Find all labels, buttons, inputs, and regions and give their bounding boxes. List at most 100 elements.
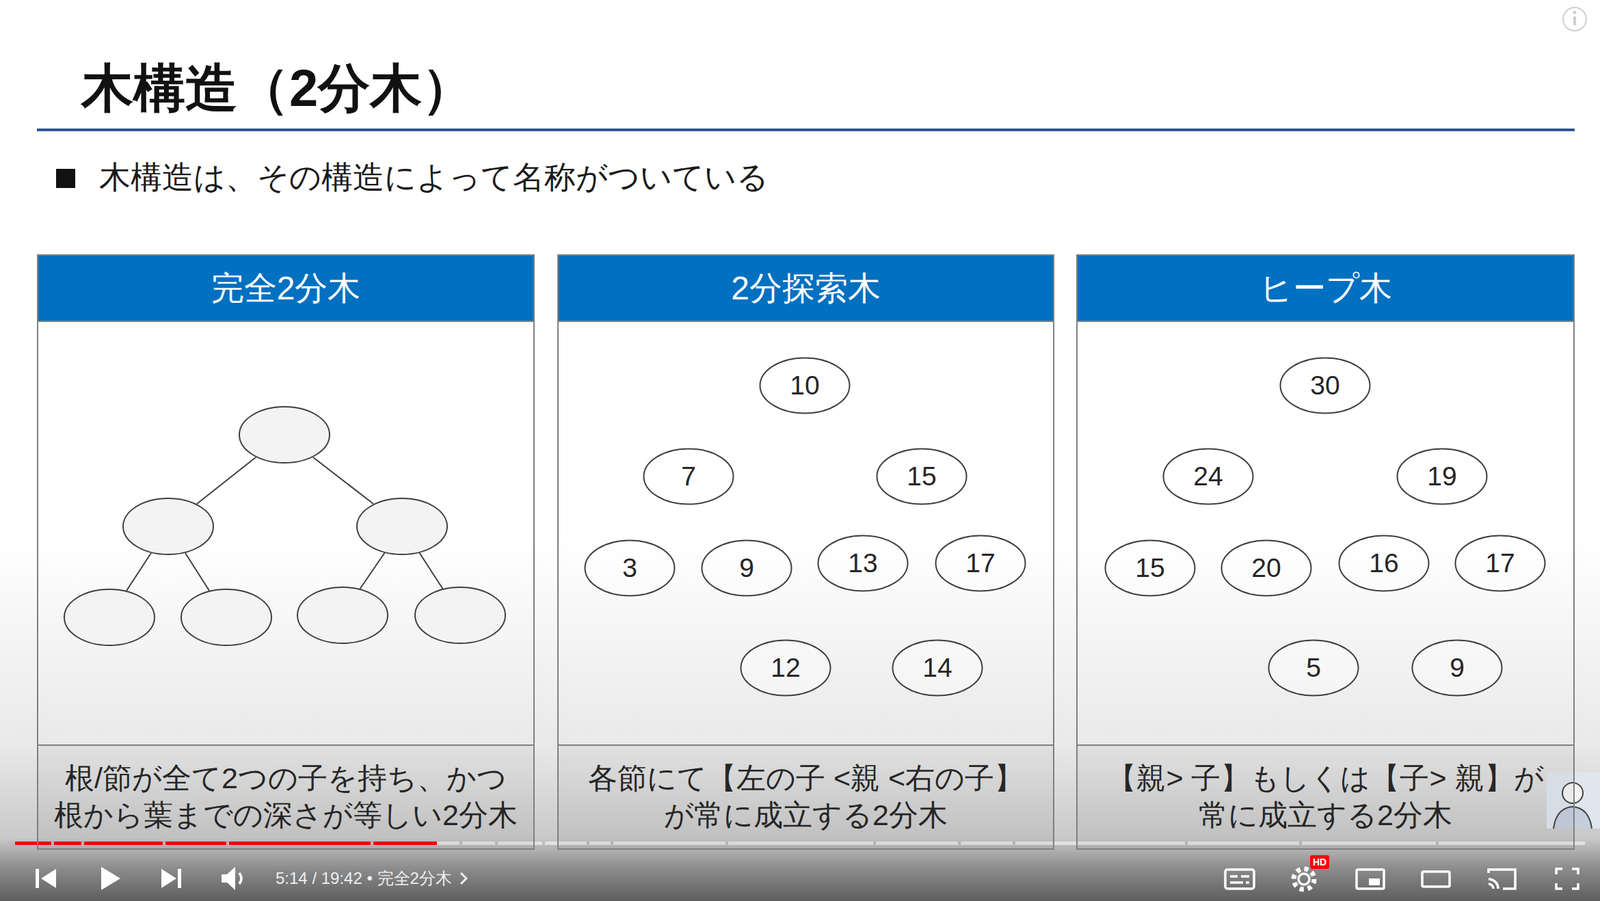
- miniplayer-icon: [1356, 869, 1384, 889]
- node-ellipse: [1280, 358, 1371, 414]
- tree-node: 15: [1104, 539, 1196, 597]
- node-value: 13: [847, 549, 878, 579]
- node-value: 15: [1135, 553, 1165, 584]
- tree-panel: 2分探索木各節にて【左の子 <親 <右の子】 が常に成立する2分木 10 7 15 3 9…: [557, 254, 1055, 850]
- node-ellipse: [585, 540, 675, 597]
- node-value: 14: [922, 653, 952, 684]
- header-band: 完全2分木: [38, 255, 534, 323]
- node-ellipse: [644, 449, 734, 505]
- chapter-chevron: [460, 873, 467, 885]
- panel-heading: ヒープ木: [1259, 266, 1393, 311]
- tree-node: 12: [739, 639, 832, 697]
- empty-node: [297, 587, 388, 644]
- bullet-box: 木構造は、その構造によって名称がついている: [99, 155, 769, 200]
- prev-icon: [41, 869, 57, 889]
- fullscreen-icon: [1556, 869, 1579, 889]
- miniplayer-icon: [1368, 878, 1380, 886]
- node-ellipse: [1397, 449, 1488, 505]
- node-ellipse: [760, 358, 850, 414]
- tree-node: 9: [1411, 639, 1503, 697]
- tree-panel: ヒープ木【親> 子】もしくは【子> 親】が 常に成立する2分木 30 24 19 15 2…: [1076, 254, 1575, 850]
- node-value: 19: [1427, 462, 1457, 492]
- hd-label: HD: [1312, 857, 1327, 868]
- settings-icon: [1293, 869, 1315, 890]
- node-ellipse: [1105, 540, 1196, 597]
- node-value: 16: [1368, 549, 1399, 579]
- tree-node: 16: [1338, 534, 1430, 593]
- slide-title: 木構造（2分木）: [81, 54, 474, 125]
- tree-node: 14: [891, 639, 984, 697]
- empty-node: [415, 587, 506, 644]
- node-value: 5: [1305, 653, 1322, 684]
- tree-line: [419, 552, 444, 590]
- prev-icon: [35, 869, 39, 889]
- tree-line: [359, 552, 385, 590]
- tree-node: 30: [1279, 356, 1371, 415]
- panel-heading: 2分探索木: [730, 266, 881, 311]
- chapter-chevron: [458, 871, 469, 887]
- volume-icon: [221, 867, 236, 891]
- volume-icon: [239, 873, 242, 885]
- tree-node: 19: [1396, 447, 1488, 506]
- panel-description: 根/節が全て2つの子を持ち、かつ 根から葉までの深さが等しい2分木: [38, 760, 534, 835]
- tree-node: 5: [1267, 639, 1360, 697]
- node-ellipse: [1455, 536, 1546, 592]
- panel-description: 【親> 子】もしくは【子> 親】が 常に成立する2分木: [1077, 760, 1574, 835]
- panel-heading: 完全2分木: [211, 266, 362, 311]
- tree-panel: 完全2分木根/節が全て2つの子を持ち、かつ 根から葉までの深さが等しい2分木: [36, 254, 535, 850]
- tree-node: 17: [1454, 534, 1546, 593]
- node-ellipse: [892, 640, 983, 697]
- empty-node: [356, 498, 448, 555]
- panel-description: 各節にて【左の子 <親 <右の子】 が常に成立する2分木: [558, 760, 1053, 835]
- tree-node: 13: [817, 534, 909, 593]
- node-value: 9: [739, 553, 755, 584]
- settings-icon: [1298, 873, 1310, 885]
- tree-node: 24: [1162, 447, 1255, 506]
- info-icon: [1573, 16, 1577, 26]
- node-value: 9: [1449, 653, 1465, 684]
- node-ellipse: [702, 540, 792, 597]
- caption-band: 【親> 子】もしくは【子> 親】が 常に成立する2分木: [1077, 744, 1574, 849]
- cast-icon: [1488, 879, 1499, 889]
- theater-icon: [1422, 871, 1450, 887]
- tree-node: 17: [934, 534, 1027, 593]
- node-ellipse: [877, 449, 967, 505]
- next-icon: [177, 869, 182, 889]
- tree-line: [126, 553, 152, 591]
- tree-node: 10: [758, 356, 851, 415]
- hd-badge: HD: [1310, 855, 1330, 870]
- node-ellipse: [1339, 536, 1430, 592]
- node-ellipse: [936, 536, 1026, 592]
- header-band: ヒープ木: [1077, 255, 1574, 323]
- tree-line: [313, 457, 374, 504]
- tree-node: 3: [583, 539, 676, 597]
- empty-node: [64, 589, 155, 646]
- time-label: 5:14 / 19:42 • 完全2分木: [275, 867, 452, 890]
- node-value: 3: [622, 553, 638, 584]
- node-value: 12: [770, 653, 800, 684]
- title-rule: [36, 128, 1575, 132]
- tree-line: [185, 553, 210, 591]
- node-ellipse: [1221, 540, 1312, 597]
- caption-band: 根/節が全て2つの子を持ち、かつ 根から葉までの深さが等しい2分木: [38, 744, 534, 849]
- node-ellipse: [1269, 640, 1359, 697]
- tree-node: 9: [700, 539, 793, 597]
- bullet-text: 木構造は、その構造によって名称がついている: [99, 156, 769, 199]
- node-value: 17: [1485, 549, 1515, 579]
- subtitles-icon: [1245, 881, 1250, 885]
- node-ellipse: [818, 536, 909, 592]
- cast-icon: [1488, 869, 1516, 889]
- tree-node: 20: [1220, 539, 1313, 597]
- tree-node: 15: [875, 447, 968, 506]
- info-icon: [1573, 10, 1577, 15]
- tree-node: 7: [642, 447, 735, 506]
- node-ellipse: [741, 640, 831, 697]
- info-icon: [1563, 7, 1587, 31]
- caption-band: 各節にて【左の子 <親 <右の子】 が常に成立する2分木: [558, 744, 1053, 849]
- time-display: 5:14 / 19:42 • 完全2分木: [275, 867, 469, 891]
- play-icon: [101, 867, 121, 891]
- node-ellipse: [1412, 640, 1503, 697]
- node-ellipse: [1163, 449, 1254, 505]
- node-value: 7: [681, 462, 697, 492]
